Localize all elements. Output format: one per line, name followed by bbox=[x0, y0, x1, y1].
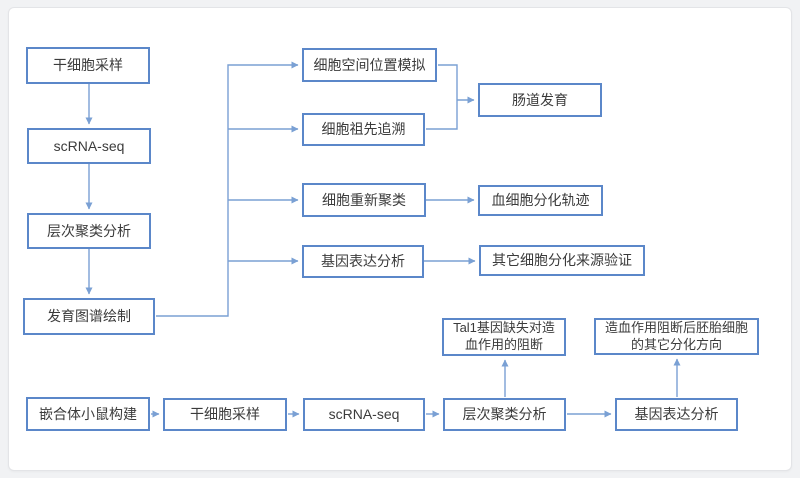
node-other-differentiation-after-block: 造血作用阻断后胚胎细胞的其它分化方向 bbox=[594, 318, 759, 355]
connector-b1-merge bbox=[426, 64, 458, 130]
node-hierarchical-clustering-1: 层次聚类分析 bbox=[27, 213, 151, 249]
node-cell-ancestor-tracing: 细胞祖先追溯 bbox=[302, 113, 425, 146]
node-label: 嵌合体小鼠构建 bbox=[39, 405, 137, 422]
node-label: 细胞重新聚类 bbox=[322, 191, 406, 208]
node-intestinal-development: 肠道发育 bbox=[478, 83, 602, 117]
node-scrna-seq-1: scRNA-seq bbox=[27, 128, 151, 164]
node-tal1-gene-deletion-block: Tal1基因缺失对造血作用的阻断 bbox=[442, 318, 566, 356]
node-label: scRNA-seq bbox=[53, 137, 125, 154]
node-other-cell-differentiation-source-verification: 其它细胞分化来源验证 bbox=[479, 245, 645, 276]
node-label: 基因表达分析 bbox=[634, 406, 719, 423]
node-stem-cell-sampling-2: 干细胞采样 bbox=[163, 398, 287, 431]
node-label: 干细胞采样 bbox=[190, 406, 260, 423]
node-gene-expression-analysis-1: 基因表达分析 bbox=[302, 245, 424, 278]
node-label: 细胞祖先追溯 bbox=[321, 121, 406, 138]
node-gene-expression-analysis-2: 基因表达分析 bbox=[615, 398, 738, 431]
node-developmental-atlas: 发育图谱绘制 bbox=[23, 298, 155, 335]
node-label: 基因表达分析 bbox=[321, 253, 405, 270]
node-label: 细胞空间位置模拟 bbox=[313, 56, 426, 73]
node-label: 造血作用阻断后胚胎细胞的其它分化方向 bbox=[604, 319, 748, 352]
node-label: 血细胞分化轨迹 bbox=[491, 192, 590, 209]
node-blood-cell-differentiation-trajectory: 血细胞分化轨迹 bbox=[478, 185, 603, 216]
node-label: 层次聚类分析 bbox=[47, 222, 131, 239]
node-chimeric-mouse-construction: 嵌合体小鼠构建 bbox=[26, 397, 150, 431]
node-cell-reclustering: 细胞重新聚类 bbox=[302, 183, 426, 217]
node-label: 干细胞采样 bbox=[53, 57, 123, 74]
node-label: 其它细胞分化来源验证 bbox=[492, 252, 632, 269]
node-label: 肠道发育 bbox=[512, 91, 568, 108]
node-stem-cell-sampling-1: 干细胞采样 bbox=[26, 47, 150, 84]
node-hierarchical-clustering-2: 层次聚类分析 bbox=[443, 398, 566, 431]
node-label: scRNA-seq bbox=[328, 406, 400, 423]
node-label: Tal1基因缺失对造血作用的阻断 bbox=[453, 320, 555, 352]
connector-a4-trunk-b1 bbox=[156, 61, 299, 317]
node-scrna-seq-2: scRNA-seq bbox=[303, 398, 425, 431]
node-cell-spatial-position-simulation: 细胞空间位置模拟 bbox=[302, 48, 437, 82]
node-label: 发育图谱绘制 bbox=[47, 308, 131, 325]
node-label: 层次聚类分析 bbox=[462, 406, 547, 423]
